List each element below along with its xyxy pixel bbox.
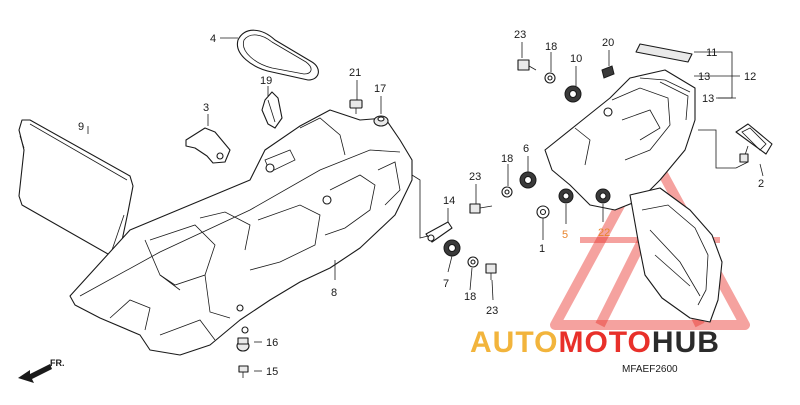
label-13-b: 13: [702, 93, 714, 105]
watermark-moto: MOTO: [558, 326, 651, 359]
part-23-bolt-top: [517, 59, 537, 71]
watermark-auto: AUTO: [470, 326, 558, 359]
label-6: 6: [523, 143, 529, 155]
front-arrow-icon: [18, 364, 52, 383]
part-21-bolt: [349, 99, 363, 114]
front-marker-text: FR.: [50, 358, 65, 368]
label-2: 2: [758, 178, 764, 190]
part-18-washer-middle: [501, 186, 513, 198]
label-21: 21: [349, 67, 361, 79]
svg-text:AUTOMOTOHUB: AUTOMOTOHUB: [470, 326, 720, 359]
label-19: 19: [260, 75, 272, 87]
part-7-rubber-mount: [443, 239, 461, 257]
rear-fender-bracket: [544, 69, 696, 211]
rear-mudguard-extension: [629, 187, 723, 323]
front-direction-marker: FR.: [18, 358, 65, 383]
watermark-logo: AUTOMOTOHUB: [470, 326, 720, 359]
label-22: 22: [598, 227, 610, 239]
part-15-bolt: [238, 365, 249, 378]
part-4-seal-ring: [236, 29, 319, 81]
label-8: 8: [331, 287, 337, 299]
label-23-middle: 23: [469, 171, 481, 183]
label-16: 16: [266, 337, 278, 349]
label-23-top: 23: [514, 29, 526, 41]
label-12: 12: [744, 71, 756, 83]
part-18-washer-lower: [467, 256, 479, 268]
part-23-bolt-middle: [469, 203, 493, 214]
part-22-rubber: [595, 188, 611, 204]
label-7: 7: [443, 278, 449, 290]
label-11: 11: [706, 47, 717, 59]
diagram-code: MFAEF2600: [622, 364, 678, 375]
label-20: 20: [602, 37, 614, 49]
callout-labels: 4 9 3 19 21 17 8 16 15 23 18 10 20 11 13…: [78, 29, 764, 378]
part-3-bracket: [185, 127, 231, 164]
label-18-middle: 18: [501, 153, 513, 165]
label-13-a: 13: [698, 71, 710, 83]
part-10-rubber-mount: [564, 85, 582, 103]
part-23-bolt-lower: [485, 263, 497, 280]
watermark-hub: HUB: [652, 326, 720, 359]
part-5-rubber: [558, 188, 574, 204]
label-5: 5: [562, 229, 568, 241]
label-15: 15: [266, 366, 278, 378]
part-20-clip: [601, 65, 615, 79]
label-10: 10: [570, 53, 582, 65]
part-19-clip: [261, 91, 283, 129]
part-16-grommet: [236, 337, 250, 352]
part-9-flap: [18, 119, 134, 259]
part-17-collar: [373, 115, 389, 127]
part-1-nut: [536, 205, 550, 219]
label-18-top: 18: [545, 41, 557, 53]
part-18-washer-top: [544, 72, 556, 84]
part-8-inner-fender: [69, 109, 413, 356]
leader-lines: [87, 37, 764, 372]
label-18-lower: 18: [464, 291, 476, 303]
label-14: 14: [443, 195, 455, 207]
label-17: 17: [374, 83, 386, 95]
label-1: 1: [539, 243, 545, 255]
label-9: 9: [78, 121, 84, 133]
part-11-strip: [635, 43, 693, 63]
label-4: 4: [210, 33, 216, 45]
part-14-link-plate: [411, 174, 453, 243]
label-3: 3: [203, 102, 209, 114]
label-23-lower: 23: [486, 305, 498, 317]
part-2-reflector: [735, 123, 773, 163]
part-6-rubber-mount: [519, 171, 537, 189]
